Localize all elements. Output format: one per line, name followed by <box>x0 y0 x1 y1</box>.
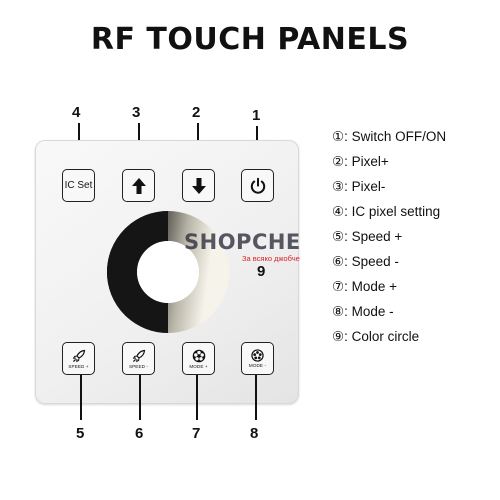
callout-6: 6 <box>135 425 144 442</box>
arrow-down-icon <box>191 177 206 194</box>
leader-line-8 <box>255 375 257 420</box>
legend-item: ⑨: Color circle <box>332 329 420 344</box>
callout-4: 4 <box>72 104 81 121</box>
watermark-tagline: За всяко джобче <box>242 254 300 263</box>
touch-panel: IC Set <box>35 140 299 404</box>
legend-item: ②: Pixel+ <box>332 154 389 169</box>
mode-minus-button[interactable]: MODE - <box>241 342 274 375</box>
callout-7: 7 <box>192 425 201 442</box>
speed-minus-button[interactable]: SPEED - <box>122 342 155 375</box>
pixel-minus-button[interactable] <box>122 169 155 202</box>
callout-2: 2 <box>192 104 201 121</box>
rocket-icon <box>132 349 145 362</box>
page-title: RF TOUCH PANELS <box>90 22 410 57</box>
callout-1: 1 <box>252 107 261 124</box>
mode-minus-label: MODE - <box>248 363 267 368</box>
leader-line-7 <box>196 375 198 420</box>
speed-plus-label: SPEED + <box>68 363 89 369</box>
film-reel-icon <box>192 349 205 362</box>
ic-set-label: IC Set <box>64 180 93 191</box>
color-circle-ring[interactable] <box>105 209 231 335</box>
legend-item: ⑤: Speed + <box>332 229 403 244</box>
leader-line-5 <box>80 375 82 420</box>
callout-8: 8 <box>250 425 259 442</box>
callout-9: 9 <box>257 263 266 280</box>
speed-plus-button[interactable]: SPEED + <box>62 342 95 375</box>
mode-plus-button[interactable]: MODE + <box>182 342 215 375</box>
callout-3: 3 <box>132 104 141 121</box>
power-icon <box>250 177 265 194</box>
pixel-plus-button[interactable] <box>182 169 215 202</box>
speed-minus-label: SPEED - <box>128 363 149 369</box>
legend-item: ⑦: Mode + <box>332 279 398 294</box>
film-reel-icon <box>251 349 264 362</box>
leader-line-6 <box>139 375 141 420</box>
legend-item: ⑥: Speed - <box>332 254 399 269</box>
legend-item: ③: Pixel- <box>332 179 386 194</box>
legend-item: ①: Switch OFF/ON <box>332 129 447 144</box>
rocket-icon <box>72 349 85 362</box>
arrow-up-icon <box>131 177 146 194</box>
callout-5: 5 <box>76 425 85 442</box>
legend-item: ④: IC pixel setting <box>332 204 441 219</box>
mode-plus-label: MODE + <box>189 363 208 369</box>
power-button[interactable] <box>241 169 274 202</box>
ic-set-button[interactable]: IC Set <box>62 169 95 202</box>
legend-item: ⑧: Mode - <box>332 304 394 319</box>
legend-list: ①: Switch OFF/ON ②: Pixel+ ③: Pixel- ④: … <box>332 124 446 349</box>
watermark-logo: SHOPCHE <box>184 230 301 254</box>
